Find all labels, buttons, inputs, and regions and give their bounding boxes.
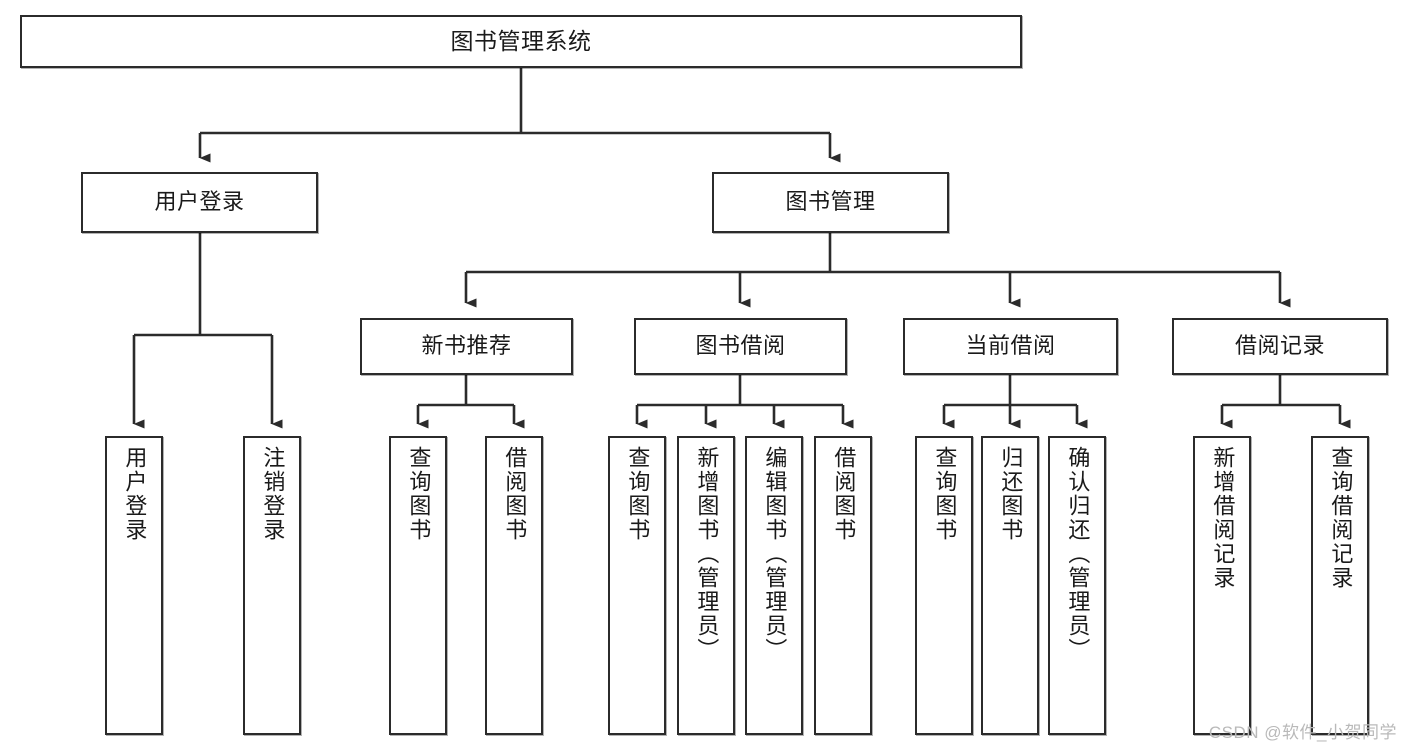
leaf-edit-book-admin[interactable]: 编辑图书（管理员） [745, 436, 803, 735]
leaf-user-login-label: 用户登录 [122, 446, 148, 542]
leaf-query-book-new-label: 查询图书 [406, 446, 432, 542]
leaf-borrow-book-label: 借阅图书 [831, 446, 857, 542]
node-borrow-record-label: 借阅记录 [1234, 333, 1325, 359]
leaf-query-book-new[interactable]: 查询图书 [389, 436, 447, 735]
leaf-query-borrow-record-label: 查询借阅记录 [1328, 446, 1354, 590]
leaf-query-book-borrow-label: 查询图书 [625, 446, 651, 542]
node-book-management-label: 图书管理 [785, 189, 876, 215]
node-book-borrow-label: 图书借阅 [695, 333, 786, 359]
node-borrow-record[interactable]: 借阅记录 [1172, 318, 1388, 375]
node-book-management[interactable]: 图书管理 [712, 172, 949, 233]
leaf-query-book-current-label: 查询图书 [932, 446, 958, 542]
leaf-borrow-book-new[interactable]: 借阅图书 [485, 436, 543, 735]
leaf-logout[interactable]: 注销登录 [243, 436, 301, 735]
node-book-borrow[interactable]: 图书借阅 [634, 318, 847, 375]
leaf-user-login[interactable]: 用户登录 [105, 436, 163, 735]
leaf-query-borrow-record[interactable]: 查询借阅记录 [1311, 436, 1369, 735]
leaf-return-book-label: 归还图书 [998, 446, 1024, 542]
leaf-confirm-return-admin-label: 确认归还（管理员） [1065, 446, 1091, 662]
leaf-query-book-current[interactable]: 查询图书 [915, 436, 973, 735]
leaf-borrow-book[interactable]: 借阅图书 [814, 436, 872, 735]
node-user-login[interactable]: 用户登录 [81, 172, 318, 233]
node-current-borrow[interactable]: 当前借阅 [903, 318, 1118, 375]
leaf-confirm-return-admin[interactable]: 确认归还（管理员） [1048, 436, 1106, 735]
leaf-add-book-admin[interactable]: 新增图书（管理员） [677, 436, 735, 735]
leaf-query-book-borrow[interactable]: 查询图书 [608, 436, 666, 735]
leaf-logout-label: 注销登录 [260, 446, 286, 542]
node-new-book-recommend[interactable]: 新书推荐 [360, 318, 573, 375]
leaf-edit-book-admin-label: 编辑图书（管理员） [762, 446, 788, 662]
leaf-add-book-admin-label: 新增图书（管理员） [694, 446, 720, 662]
leaf-add-borrow-record[interactable]: 新增借阅记录 [1193, 436, 1251, 735]
node-root-label: 图书管理系统 [450, 28, 592, 55]
node-user-login-label: 用户登录 [154, 189, 245, 215]
leaf-return-book[interactable]: 归还图书 [981, 436, 1039, 735]
node-new-book-recommend-label: 新书推荐 [421, 333, 512, 359]
node-current-borrow-label: 当前借阅 [965, 333, 1056, 359]
watermark: CSDN @软件_小贺同学 [1208, 723, 1397, 742]
leaf-borrow-book-new-label: 借阅图书 [502, 446, 528, 542]
node-root[interactable]: 图书管理系统 [20, 15, 1022, 68]
leaf-add-borrow-record-label: 新增借阅记录 [1210, 446, 1236, 590]
